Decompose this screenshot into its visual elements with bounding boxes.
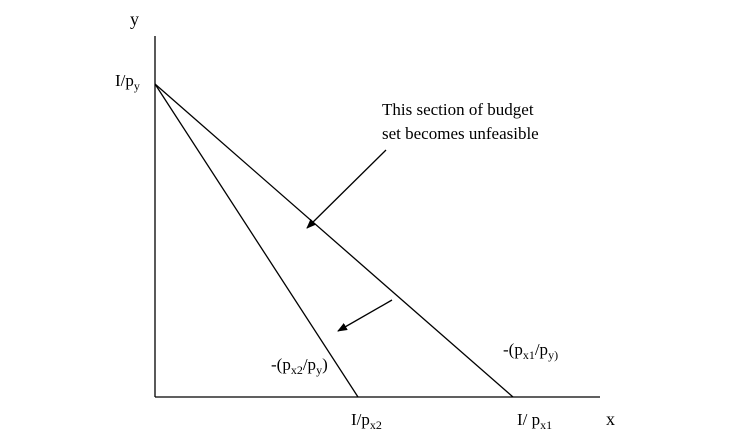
y-intercept-label: I/py (115, 71, 140, 93)
unfeasible-section-arrow (306, 149, 387, 229)
unfeasible-annotation: This section of budget set becomes unfea… (382, 98, 539, 146)
slope-new-label: -(px2/py) (271, 355, 328, 377)
x-intercept-original-label: I/ px1 (517, 410, 553, 432)
slope-original-label: -(px1/py) (503, 340, 559, 362)
budget-line-original (154, 83, 514, 398)
annotation-line-2: set becomes unfeasible (382, 124, 539, 143)
budget-line-new (154, 83, 359, 398)
annotation-line-1: This section of budget (382, 100, 534, 119)
x-intercept-new-label: I/px2 (351, 410, 382, 432)
x-axis-label: x (606, 409, 615, 429)
rotation-arrow (337, 299, 393, 332)
y-axis-label: y (130, 9, 139, 29)
